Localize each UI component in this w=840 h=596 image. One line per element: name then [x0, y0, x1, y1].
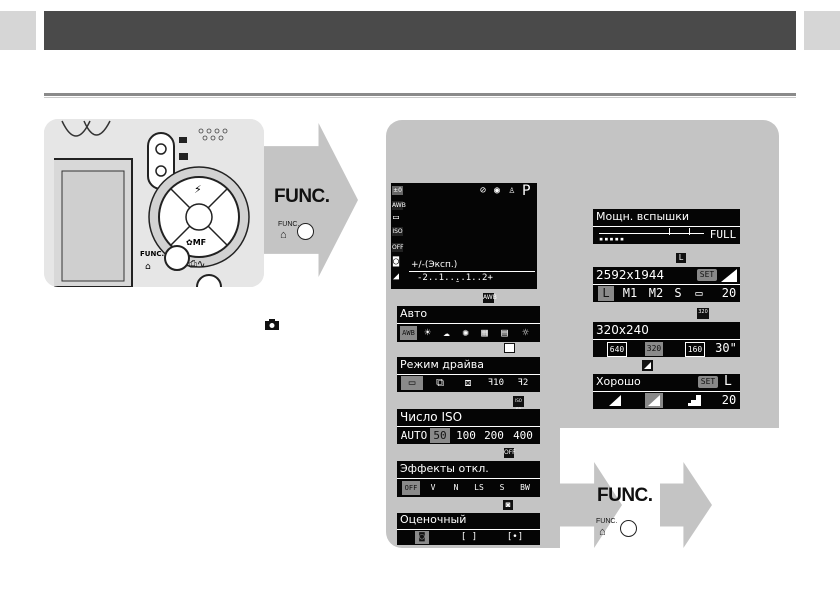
quality-icon	[642, 360, 653, 371]
func-button-bottom[interactable]	[620, 520, 637, 537]
header-bar	[44, 11, 796, 50]
svg-text:⌂: ⌂	[145, 262, 151, 272]
func-label: FUNC.	[274, 186, 330, 207]
menu-white-balance[interactable]: Авто AWB ☀ ☁ ✺ ▦ ▤ ☼	[397, 306, 540, 342]
menu-effects[interactable]: Эффекты откл. OFF V N LS S BW	[397, 461, 540, 497]
func-mini-label-bottom: FUNC.	[596, 518, 618, 525]
svg-text:⎙∿: ⎙∿	[189, 259, 205, 270]
eye-icon: ◉	[494, 185, 501, 196]
drive-icon	[504, 343, 515, 353]
home-icon: ⌂	[280, 229, 287, 241]
camera-drawing: ⚡ ✿MF FUNC. ⌂ ⎙∿	[44, 119, 264, 287]
menu-resolution[interactable]: 2592x1944 SET L M1 M2 S ▭ 20	[593, 267, 740, 302]
menu-movie-size[interactable]: 320x240 640 320 160 30"	[593, 322, 740, 357]
normal-icon[interactable]	[688, 395, 702, 407]
menu-flash-power[interactable]: Мощн. вспышки ▪▪▪▪▪ FULL	[593, 209, 740, 244]
menu-quality[interactable]: Хорошо SET L 20	[593, 374, 740, 409]
func-label-bottom: FUNC.	[597, 485, 653, 506]
awb-icon: AWB	[483, 293, 497, 303]
svg-text:✿MF: ✿MF	[186, 238, 206, 247]
menu-drive-mode[interactable]: Режим драйва ▭ ⧉ ⧈ ꟻ10 ꟻ2	[397, 357, 540, 392]
person-icon: ♙	[509, 185, 516, 196]
menu-iso[interactable]: Число ISO AUTO 50 100 200 400	[397, 409, 540, 444]
left-tab	[0, 11, 36, 50]
flash-off-icon: ⊘	[480, 185, 487, 196]
l-icon: L	[676, 253, 686, 263]
svg-text:FUNC.: FUNC.	[140, 250, 164, 258]
mode-indicator: P	[522, 183, 531, 199]
iso-icon: ISO 50	[513, 396, 524, 412]
effects-icon: OFF	[504, 448, 516, 458]
metering-icon: ◙	[503, 500, 513, 510]
superfine-icon[interactable]	[607, 394, 623, 407]
camera-back-illustration: ⚡ ✿MF FUNC. ⌂ ⎙∿	[44, 119, 264, 287]
svg-text:⚡: ⚡	[194, 183, 202, 196]
func-mini-label: FUNC.	[278, 221, 300, 228]
func-button[interactable]	[297, 223, 314, 240]
right-tab	[804, 11, 840, 50]
fine-icon[interactable]	[645, 393, 663, 408]
camera-icon	[265, 319, 279, 330]
home-icon-bottom: ⌂	[599, 526, 606, 538]
section-rule	[44, 93, 796, 96]
lcd-screen: ±0 AWB ▭ ISO OFF ◙ ◢ ⊘ ◉ ♙ P +/-(Эксп.) …	[391, 183, 537, 289]
menu-metering[interactable]: Оценочный ◙ [ ] [•]	[397, 513, 540, 545]
movie-icon: 320	[697, 308, 709, 319]
